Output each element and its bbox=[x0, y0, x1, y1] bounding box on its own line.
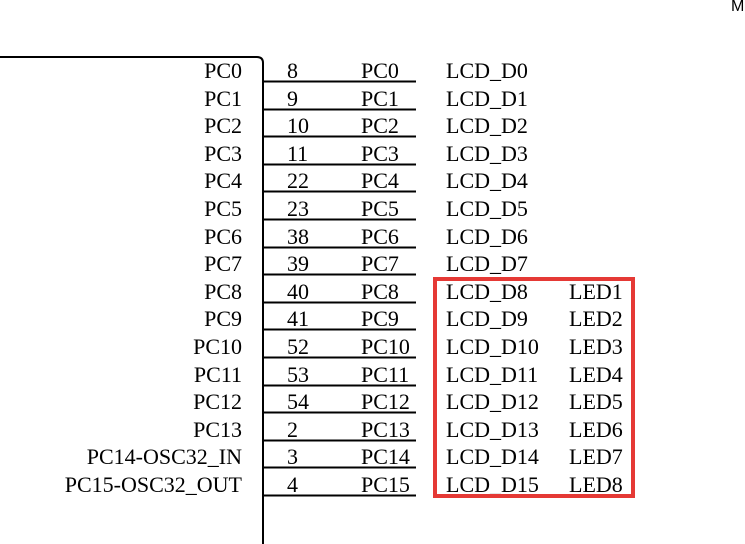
port-label: PC15-OSC32_OUT bbox=[64, 472, 242, 497]
pin-row: PC11 53 PC11 LCD_D11 LED4 bbox=[0, 361, 745, 391]
lcd-signal: LCD_D8 bbox=[446, 278, 528, 304]
led-signal: LED7 bbox=[569, 444, 623, 470]
net-name: PC5 bbox=[361, 196, 399, 221]
pin-number: 2 bbox=[287, 416, 298, 442]
pin-row: PC3 11 PC3 LCD_D3 bbox=[0, 140, 745, 170]
pin-row: PC7 39 PC7 LCD_D7 bbox=[0, 252, 745, 280]
pin-number: 10 bbox=[287, 113, 309, 139]
pin-number: 11 bbox=[287, 140, 309, 166]
net-name: PC3 bbox=[361, 140, 399, 166]
led-highlight-box bbox=[433, 277, 635, 498]
led-signal: LED4 bbox=[569, 361, 623, 387]
lcd-signal: LCD_D11 bbox=[446, 361, 539, 387]
pin-row: PC6 38 PC6 LCD_D6 bbox=[0, 223, 745, 253]
net-name: PC8 bbox=[361, 278, 399, 304]
pin-number: 54 bbox=[287, 389, 309, 415]
pin-number: 23 bbox=[287, 196, 309, 221]
pin-number: 38 bbox=[287, 223, 309, 249]
net-name: PC15 bbox=[361, 472, 410, 497]
port-label: PC7 bbox=[204, 251, 242, 277]
pin-number: 52 bbox=[287, 334, 309, 359]
lcd-signal: LCD_D4 bbox=[446, 168, 528, 194]
port-label: PC9 bbox=[204, 306, 242, 332]
lcd-signal: LCD_D1 bbox=[446, 85, 528, 111]
net-name: PC11 bbox=[361, 361, 410, 387]
pin-number: 4 bbox=[287, 472, 298, 497]
pin-number: 9 bbox=[287, 85, 298, 111]
lcd-signal: LCD_D6 bbox=[446, 223, 528, 249]
lcd-signal: LCD_D15 bbox=[446, 472, 539, 497]
net-name: PC14 bbox=[361, 444, 410, 470]
led-signal: LED2 bbox=[569, 306, 623, 332]
pin-number: 22 bbox=[287, 168, 309, 194]
net-name: PC0 bbox=[361, 58, 399, 83]
ic-body-outline bbox=[0, 56, 264, 544]
port-label: PC5 bbox=[204, 196, 242, 221]
lcd-signal: LCD_D9 bbox=[446, 306, 528, 332]
lcd-signal: LCD_D13 bbox=[446, 416, 539, 442]
pin-number: 41 bbox=[287, 306, 309, 332]
net-name: PC1 bbox=[361, 85, 399, 111]
port-label: PC4 bbox=[204, 168, 242, 194]
port-label: PC13 bbox=[193, 416, 242, 442]
net-name: PC6 bbox=[361, 223, 399, 249]
lcd-signal: LCD_D12 bbox=[446, 389, 539, 415]
led-signal: LED6 bbox=[569, 416, 623, 442]
pin-row: PC8 40 PC8 LCD_D8 LED1 bbox=[0, 278, 745, 308]
lcd-signal: LCD_D2 bbox=[446, 113, 528, 139]
pin-row: PC13 2 PC13 LCD_D13 LED6 bbox=[0, 416, 745, 446]
port-label: PC14-OSC32_IN bbox=[86, 444, 242, 470]
pin-row: PC9 41 PC9 LCD_D9 LED2 bbox=[0, 307, 745, 335]
lcd-signal: LCD_D5 bbox=[446, 196, 528, 221]
pin-number: 53 bbox=[287, 361, 309, 387]
led-signal: LED3 bbox=[569, 334, 623, 359]
lcd-signal: LCD_D3 bbox=[446, 140, 528, 166]
pin-row: PC5 23 PC5 LCD_D5 bbox=[0, 197, 745, 225]
pin-number: 39 bbox=[287, 251, 309, 277]
port-label: PC2 bbox=[204, 113, 242, 139]
pin-number: 8 bbox=[287, 58, 298, 83]
led-signal: LED1 bbox=[569, 278, 623, 304]
pin-number: 40 bbox=[287, 278, 309, 304]
pin-lines bbox=[263, 80, 416, 497]
pin-row: PC1 9 PC1 LCD_D1 bbox=[0, 85, 745, 115]
port-label: PC10 bbox=[193, 334, 242, 359]
net-name: PC4 bbox=[361, 168, 399, 194]
net-name: PC12 bbox=[361, 389, 410, 415]
port-label: PC3 bbox=[204, 140, 242, 166]
corner-label: M bbox=[731, 0, 745, 15]
led-signal: LED5 bbox=[569, 389, 623, 415]
led-signal: LED8 bbox=[569, 472, 623, 497]
pin-row: PC10 52 PC10 LCD_D10 LED3 bbox=[0, 335, 745, 363]
pin-row: PC12 54 PC12 LCD_D12 LED5 bbox=[0, 390, 745, 418]
port-label: PC6 bbox=[204, 223, 242, 249]
pin-row: PC2 10 PC2 LCD_D2 bbox=[0, 114, 745, 142]
net-name: PC9 bbox=[361, 306, 399, 332]
port-label: PC8 bbox=[204, 278, 242, 304]
net-name: PC13 bbox=[361, 416, 410, 442]
lcd-signal: LCD_D10 bbox=[446, 334, 539, 359]
net-name: PC2 bbox=[361, 113, 399, 139]
port-label: PC1 bbox=[204, 85, 242, 111]
port-label: PC12 bbox=[193, 389, 242, 415]
pin-row: PC15-OSC32_OUT 4 PC15 LCD_D15 LED8 bbox=[0, 473, 745, 501]
lcd-signal: LCD_D0 bbox=[446, 58, 528, 83]
net-name: PC7 bbox=[361, 251, 399, 277]
lcd-signal: LCD_D7 bbox=[446, 251, 528, 277]
lcd-signal: LCD_D14 bbox=[446, 444, 539, 470]
pin-row: PC0 8 PC0 LCD_D0 bbox=[0, 59, 745, 87]
pin-row: PC14-OSC32_IN 3 PC14 LCD_D14 LED7 bbox=[0, 445, 745, 473]
pin-number: 3 bbox=[287, 444, 298, 470]
port-label: PC0 bbox=[204, 58, 242, 83]
port-label: PC11 bbox=[193, 361, 242, 387]
pin-row: PC4 22 PC4 LCD_D4 bbox=[0, 169, 745, 197]
net-name: PC10 bbox=[361, 334, 410, 359]
